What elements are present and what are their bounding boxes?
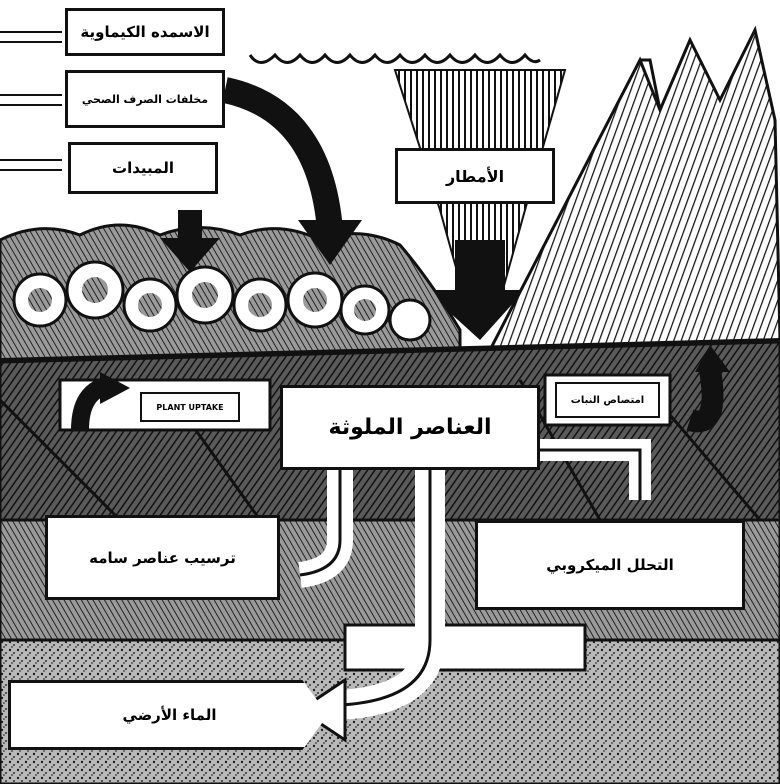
- sewage-arrow: [221, 77, 343, 232]
- rain-arrow: [425, 240, 525, 340]
- plant-uptake-label: PLANT UPTAKE: [140, 392, 240, 422]
- ground-surface: [0, 338, 780, 362]
- groundwater-label: الماء الأرضي: [8, 680, 328, 750]
- crops: [0, 223, 462, 362]
- plant-absorption-label: امتصاص النبات: [555, 382, 660, 418]
- right-loop-arrow: [686, 368, 724, 433]
- rain-label: الأمطار: [395, 148, 555, 204]
- pollutants-label: العناصر الملوثة: [280, 385, 540, 470]
- trees: [487, 25, 780, 352]
- microbial-decomposition-label: التحلل الميكروبي: [475, 520, 745, 610]
- toxic-deposition-label: ترسيب عناصر سامه: [45, 515, 280, 600]
- pesticides-label: المبيدات: [68, 142, 218, 194]
- cloud: [248, 52, 541, 64]
- chemical-fertilizers-label: الاسمده الكيماوية: [65, 8, 225, 56]
- sewage-waste-label: مخلفات الصرف الصحي: [65, 70, 225, 128]
- soil-panel-bottom: [343, 623, 587, 672]
